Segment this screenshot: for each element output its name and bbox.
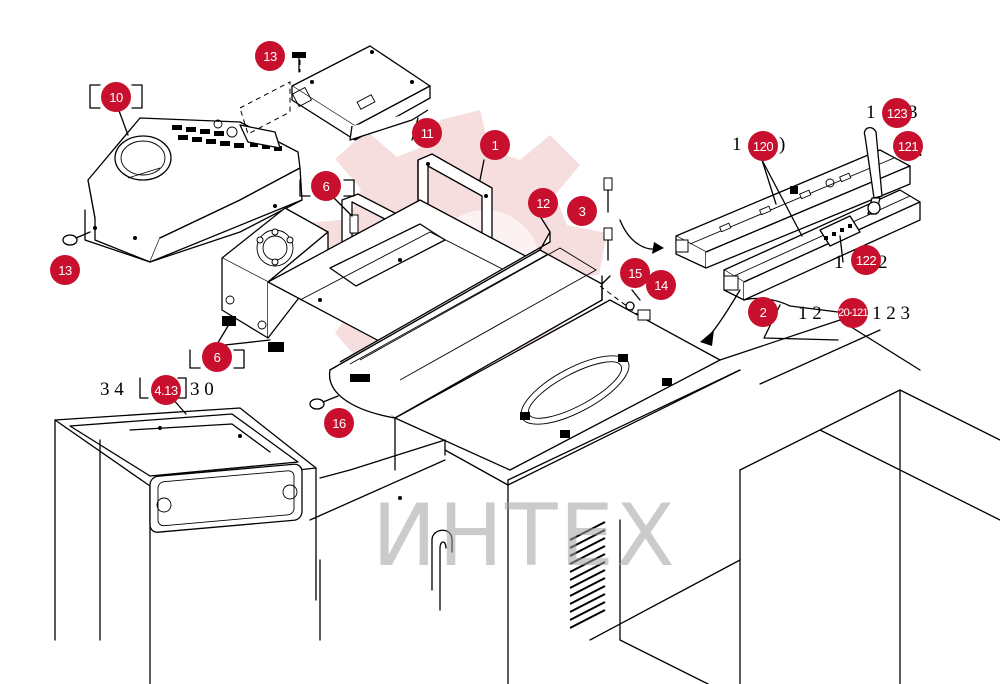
callout-6-upper: 6: [311, 171, 341, 201]
text-label-123-prefix: 1: [866, 102, 881, 123]
callout-13-top: 13: [255, 41, 285, 71]
callout-120: 120: [748, 131, 778, 161]
callout-1: 1: [480, 130, 510, 160]
text-label-120-prefix: 1: [732, 134, 747, 155]
screw-13-left: [62, 231, 91, 246]
callout-15: 15: [620, 258, 650, 288]
rail-upper: [675, 149, 911, 269]
callout-120-121: 20-121: [838, 298, 869, 328]
callout-6-lower: 6: [202, 342, 232, 372]
callout-10: 10: [101, 82, 131, 112]
text-label-4-13-prefix: 3 4: [100, 379, 129, 400]
callout-2: 2: [748, 297, 778, 327]
watermark-text: ИНТЕХ: [372, 486, 677, 586]
callout-11: 11: [412, 118, 442, 148]
text-label-120-suffix: ): [779, 134, 786, 155]
part-10-control-cover: [84, 117, 303, 263]
screw-13-top: [292, 52, 306, 73]
text-label-122-prefix: 1: [834, 252, 849, 273]
text-label-2-row: 1 2: [798, 303, 827, 324]
callout-123: 123: [882, 98, 912, 128]
callout-12: 12: [528, 188, 558, 218]
callout-4-13: 4.13: [151, 375, 181, 405]
lever-123: [863, 126, 883, 215]
callout-16: 16: [324, 408, 354, 438]
bolts-3: [603, 177, 613, 261]
callout-121: 121: [893, 131, 923, 161]
left-housing: [54, 407, 317, 684]
text-label-4-13-suffix: 3 0: [190, 379, 214, 400]
screw-16: [309, 395, 339, 410]
callout-3: 3: [567, 196, 597, 226]
screw-14-15: [599, 285, 651, 321]
part-12-channel: [328, 231, 603, 419]
cabinet: [309, 319, 1000, 684]
callout-14: 14: [646, 270, 676, 300]
text-label-122-suffix: 2: [878, 252, 888, 273]
part-11-cover-plate: [291, 45, 431, 141]
callout-122: 122: [851, 245, 881, 275]
text-label-123-suffix: 3: [908, 102, 918, 123]
text-label-2-row-tail: 1 2 3: [872, 303, 910, 324]
callout-13-left: 13: [50, 255, 80, 285]
